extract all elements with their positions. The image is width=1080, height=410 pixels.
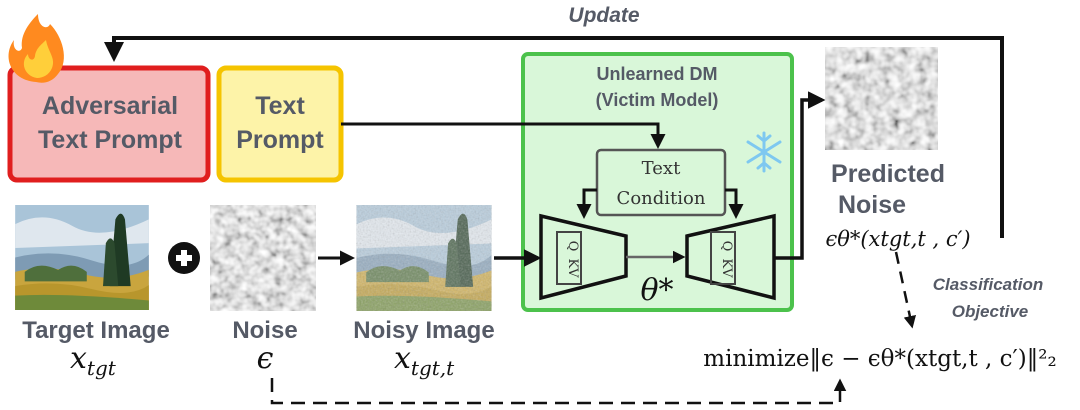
unet-decoder-q: Q bbox=[719, 241, 734, 252]
classification-objective-line1: Classification bbox=[933, 275, 1044, 294]
minimize-formula: minimize‖ϵ − ϵθ*(xtgt,t , c′)‖²₂ bbox=[703, 346, 1056, 372]
snowflake-icon bbox=[746, 131, 782, 173]
noisy-image bbox=[356, 205, 492, 311]
predicted-noise-image bbox=[825, 47, 938, 150]
adversarial-prompt-line2: Text Prompt bbox=[38, 126, 183, 154]
adversarial-prompt-line1: Adversarial bbox=[42, 92, 178, 120]
dm-title-line1: Unlearned DM bbox=[596, 64, 717, 84]
fire-icon bbox=[8, 14, 64, 83]
update-arrow bbox=[104, 36, 1004, 238]
noise-to-objective-arrow bbox=[270, 378, 847, 405]
text-condition-box bbox=[595, 148, 727, 217]
text-prompt-line1: Text bbox=[255, 92, 305, 120]
prompt-to-condition-arrow bbox=[341, 122, 666, 149]
noisy-image-label: Noisy Image bbox=[353, 317, 494, 344]
predicted-noise-formula: ϵθ*(xtgt,t , c′) bbox=[825, 227, 970, 251]
dm-title-line2: (Victim Model) bbox=[596, 90, 719, 110]
theta-star-label: θ* bbox=[640, 273, 673, 308]
plus-icon bbox=[168, 242, 200, 274]
prediction-to-objective-arrow bbox=[894, 251, 916, 329]
predicted-noise-line2: Noise bbox=[838, 191, 906, 219]
unet-decoder-kv: KV bbox=[719, 258, 734, 278]
target-image-symbol: xtgt bbox=[70, 341, 117, 380]
unet-encoder-kv: KV bbox=[565, 258, 580, 278]
target-image bbox=[15, 205, 149, 310]
text-prompt-line2: Prompt bbox=[236, 126, 324, 154]
unet-decoder bbox=[685, 213, 776, 301]
noisy-image-symbol: xtgt,t bbox=[394, 341, 455, 380]
text-prompt-box bbox=[216, 65, 344, 183]
text-condition-line2: Condition bbox=[617, 188, 706, 209]
condition-to-encoder-arrow bbox=[576, 188, 597, 219]
noise-image bbox=[210, 205, 316, 311]
adversarial-prompt-box bbox=[7, 65, 211, 183]
predicted-noise-line1: Predicted bbox=[831, 160, 945, 188]
update-label: Update bbox=[568, 4, 639, 27]
condition-to-decoder-arrow bbox=[725, 188, 744, 219]
unet-encoder-q: Q bbox=[565, 241, 580, 252]
noise-symbol: ϵ bbox=[257, 341, 274, 376]
unet-encoder bbox=[539, 213, 628, 301]
text-condition-line1: Text bbox=[642, 158, 681, 179]
noise-label: Noise bbox=[232, 317, 297, 344]
target-image-label: Target Image bbox=[22, 317, 170, 344]
model-to-prediction-arrow bbox=[774, 91, 826, 260]
classification-objective-line2: Objective bbox=[952, 302, 1029, 321]
